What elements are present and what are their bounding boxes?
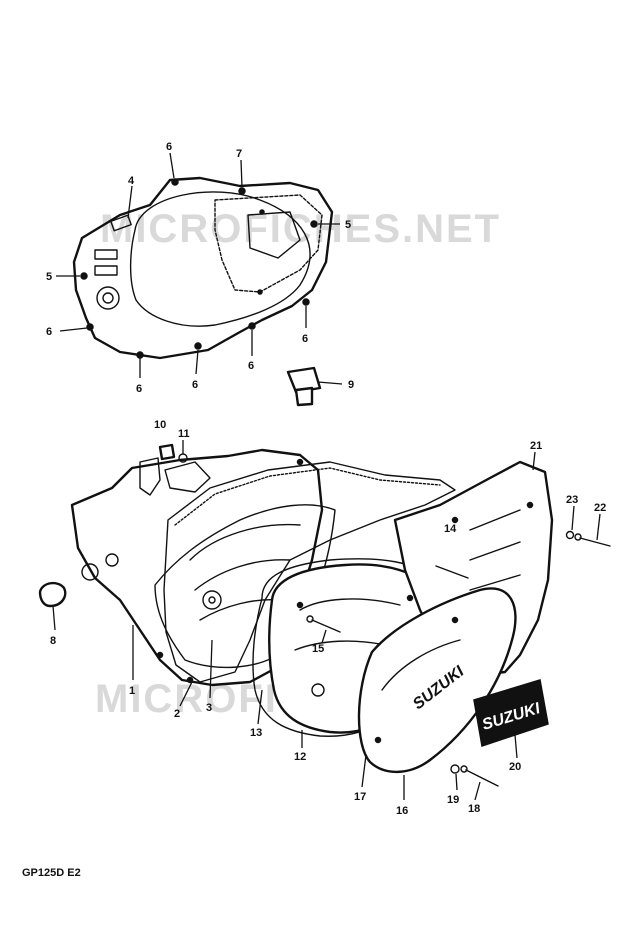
upper-cover-gasket [72,176,334,360]
callout-2: 2 [174,708,180,720]
callout-23: 23 [566,494,578,506]
part-19-washer [450,764,460,774]
callout-4: 4 [128,175,135,187]
callout-7: 7 [236,148,242,160]
part-9-oil-plug [286,366,322,407]
callout-6: 6 [302,333,308,345]
callout-labels: 6 7 4 5 5 6 6 6 6 6 9 10 11 21 23 22 14 … [46,141,606,817]
callout-17: 17 [354,791,366,803]
callout-9: 9 [348,379,354,391]
callout-10: 10 [154,419,166,431]
part-18-screw [460,765,499,787]
callout-13: 13 [250,727,262,739]
callout-1: 1 [129,685,135,697]
part-8-drain-plug [38,581,67,608]
callout-6: 6 [166,141,172,153]
callout-14: 14 [444,523,457,535]
callout-5: 5 [46,271,52,283]
callout-12: 12 [294,751,306,763]
callout-11: 11 [178,428,190,440]
callout-3: 3 [206,702,212,714]
part-20-emblem-badge: SUZUKI [473,679,549,747]
callout-18: 18 [468,803,480,815]
callout-6: 6 [46,326,52,338]
leader-lines [52,152,601,801]
callout-21: 21 [530,440,542,452]
callout-6: 6 [248,360,254,372]
part-23-washer [565,530,575,540]
callout-19: 19 [447,794,459,806]
callout-15: 15 [312,643,324,655]
part-2-crankcase-gasket [163,461,456,683]
model-code: GP125D E2 [22,867,81,879]
watermark-top: MICROFICHES.NET [100,207,501,251]
callout-22: 22 [594,502,606,514]
callout-16: 16 [396,805,408,817]
callout-20: 20 [509,761,521,773]
callout-6: 6 [136,383,142,395]
part-22-screw [574,533,611,547]
callout-5: 5 [345,219,351,231]
part-15-screw [306,615,341,633]
part-14-screw [435,565,469,579]
callout-8: 8 [50,635,56,647]
part-10-bolt [158,443,176,461]
callout-6: 6 [192,379,198,391]
